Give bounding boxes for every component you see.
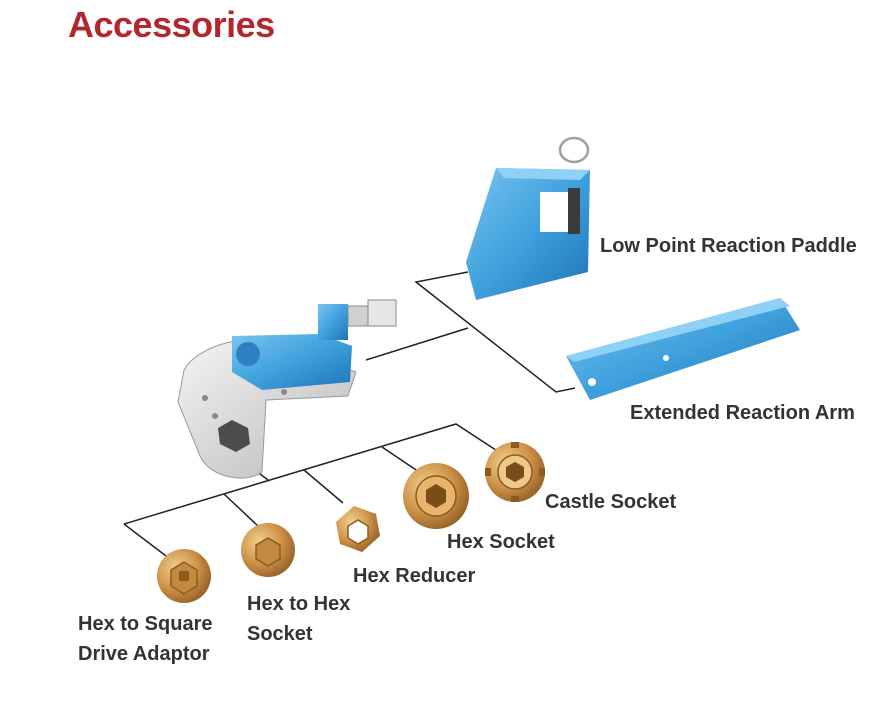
- pull-ring: [558, 136, 590, 164]
- castle-socket-image: [485, 442, 545, 502]
- socket-bus-line: [123, 423, 506, 525]
- hex-socket-image: [403, 463, 469, 529]
- label-hex-reducer: Hex Reducer: [353, 565, 476, 587]
- paddle-connector: [414, 271, 576, 393]
- label-low-point-reaction-paddle: Low Point Reaction Paddle: [600, 235, 857, 257]
- page-title: Accessories: [68, 4, 275, 45]
- drop-hex-square: [123, 523, 171, 560]
- label-hex-to-square-line2: Drive Adaptor: [78, 643, 210, 665]
- hex-reducer-image: [336, 506, 380, 552]
- drop-hex-reducer: [303, 469, 344, 504]
- hex-drive-opening: [218, 420, 250, 452]
- tool-to-arms-connector: [365, 327, 469, 361]
- reaction-paddle-image: [466, 136, 590, 300]
- label-castle-socket: Castle Socket: [545, 491, 677, 513]
- extended-arm-image: [566, 298, 800, 400]
- label-hex-to-hex-socket: Hex to Hex Socket: [247, 589, 350, 649]
- label-hex-to-square-drive-adaptor: Hex to Square Drive Adaptor: [78, 609, 212, 669]
- label-hex-to-square-line1: Hex to Square: [78, 613, 213, 635]
- torque-wrench-image: [177, 299, 397, 479]
- label-hex-socket: Hex Socket: [447, 531, 555, 553]
- label-hex-to-hex-line2: Socket: [247, 623, 313, 645]
- label-hex-to-hex-line1: Hex to Hex: [247, 593, 351, 615]
- hex-to-hex-socket-image: [241, 523, 295, 577]
- drop-hex-hex: [223, 493, 259, 527]
- label-extended-reaction-arm: Extended Reaction Arm: [630, 402, 855, 424]
- hex-to-square-adaptor-image: [157, 549, 211, 603]
